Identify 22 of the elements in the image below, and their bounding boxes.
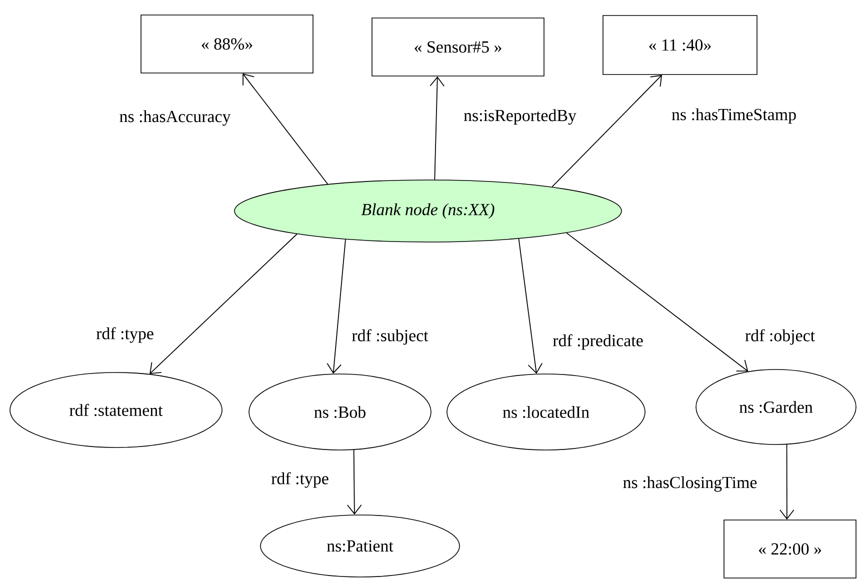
literal-box: « 22:00 » — [724, 520, 856, 578]
arrow — [566, 232, 748, 372]
edge-label: rdf :object — [744, 328, 816, 346]
literal-box: « 11 :40» — [602, 15, 758, 75]
edge-label: ns:isReportedBy — [462, 108, 578, 126]
edge-label: ns :hasAccuracy — [118, 109, 232, 127]
edge-label: rdf :subject — [350, 328, 430, 346]
arrow — [326, 238, 346, 374]
arrow — [242, 73, 328, 185]
arrow — [346, 450, 362, 515]
arrow — [552, 74, 662, 188]
literal-box: « Sensor#5 » — [372, 18, 544, 76]
edge-label: ns :hasTimeStamp — [670, 107, 798, 125]
arrow — [430, 76, 445, 180]
arrow — [150, 234, 298, 374]
edge-label: rdf :type — [270, 471, 330, 489]
arrow — [518, 238, 543, 374]
edge-label: rdf :type — [95, 326, 155, 344]
edge-label: ns :hasClosingTime — [622, 475, 758, 493]
edge-label: rdf :predicate — [552, 333, 644, 351]
arrow — [779, 444, 794, 520]
literal-box: « 88%» — [140, 14, 314, 74]
